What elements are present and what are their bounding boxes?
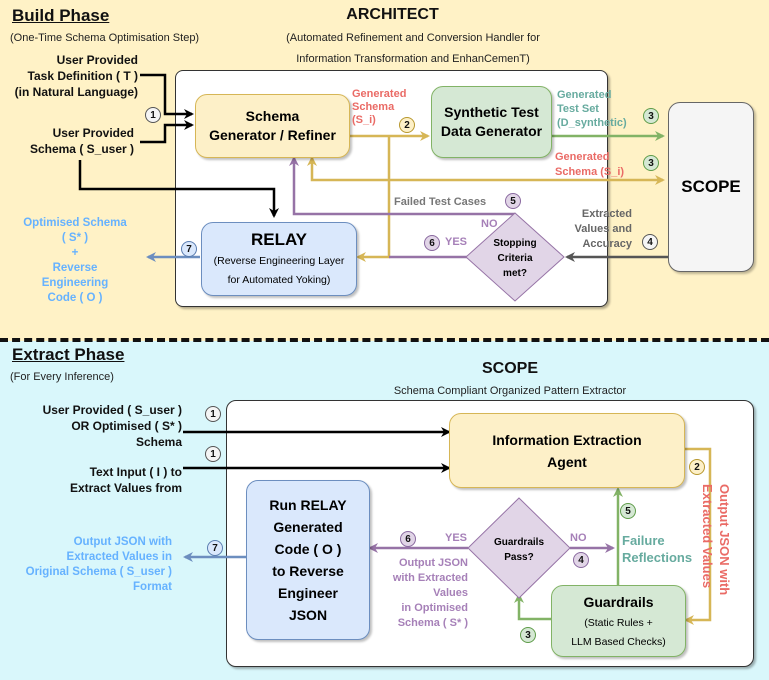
generated-schema-label-1: Generated Schema (S_i) <box>352 88 407 126</box>
synthetic-line2: Data Generator <box>440 123 543 139</box>
text-input-line1: Text Input ( I ) to <box>89 465 182 479</box>
run-relay-line3: Code ( O ) <box>274 541 342 557</box>
edge-criteria-no-to-generator <box>289 156 515 216</box>
edge-guardrails-to-pass <box>514 593 552 621</box>
guardrails-node[interactable]: Guardrails (Static Rules + LLM Based Che… <box>551 585 686 657</box>
run-relay-line5: Engineer <box>278 585 338 601</box>
information-extraction-agent-node[interactable]: Information Extraction Agent <box>449 413 685 488</box>
scope-title: SCOPE <box>481 360 538 377</box>
step-badge-e3: 3 <box>520 627 536 643</box>
step-badge-5: 5 <box>505 193 521 209</box>
run-relay-line4: to Reverse <box>272 563 344 579</box>
agent-line2: Agent <box>547 453 587 470</box>
run-relay-line2: Generated <box>273 519 343 535</box>
build-phase-subtitle: (One-Time Schema Optimisation Step) <box>10 32 200 44</box>
run-relay-line1: Run RELAY <box>269 497 347 513</box>
architect-subtitle-line2: Information Transformation and EnhanCeme… <box>296 53 530 65</box>
task-input-line1: User Provided <box>56 53 138 67</box>
guardrails-sub1: (Static Rules + <box>584 617 653 629</box>
optimised-output-json-label: Output JSON with Extracted Values in Opt… <box>392 557 468 629</box>
step-badge-3b: 3 <box>643 155 659 171</box>
step-badge-e6: 6 <box>400 531 416 547</box>
step-badge-2: 2 <box>399 117 415 133</box>
text-input-line2: Extract Values from <box>69 481 182 495</box>
guardrails-title: Guardrails <box>583 594 654 610</box>
relay-sub2: for Automated Yoking) <box>227 274 331 286</box>
stopping-criteria-diamond <box>465 212 565 302</box>
agent-line1: Information Extraction <box>492 431 642 448</box>
stopping-criteria-label: Stopping Criteria met? <box>493 238 537 279</box>
scope-node-label: SCOPE <box>681 177 741 196</box>
step-badge-6: 6 <box>424 235 440 251</box>
failure-reflections-label: Failure Reflections <box>622 533 693 565</box>
guardrails-pass-label: Guardrails Pass? <box>493 537 545 563</box>
extract-phase-subtitle: (For Every Inference) <box>10 371 114 383</box>
optimised-schema-output: Optimised Schema ( S* ) + Reverse Engine… <box>23 217 127 304</box>
edge-schema-to-relay <box>78 160 279 218</box>
schema-generator-node[interactable]: Schema Generator / Refiner <box>195 94 350 158</box>
schema-input-line2: Schema ( S_user ) <box>29 142 134 156</box>
scope-node[interactable]: SCOPE <box>668 102 754 272</box>
yes-label-pass: YES <box>445 532 468 544</box>
final-output-json-label: Output JSON with Extracted Values in Ori… <box>25 536 172 593</box>
task-input-line2: Task Definition ( T ) <box>27 69 138 83</box>
step-badge-7: 7 <box>181 241 197 257</box>
extracted-values-label: Extracted Values and Accuracy <box>574 208 632 250</box>
relay-sub1: (Reverse Engineering Layer <box>213 255 345 267</box>
edge-generator-to-scope <box>307 156 389 182</box>
schema-input-e-line2: OR Optimised ( S* ) <box>71 419 182 433</box>
run-relay-line6: JSON <box>288 607 328 623</box>
step-badge-e1b: 1 <box>205 446 221 462</box>
step-badge-e2: 2 <box>689 459 705 475</box>
yes-label-criteria: YES <box>445 236 468 248</box>
step-badge-3a: 3 <box>643 108 659 124</box>
generated-schema-label-2: Generated Schema (S_i) <box>555 151 625 178</box>
scope-subtitle: Schema Compliant Organized Pattern Extra… <box>393 385 627 397</box>
edge-task-to-generator <box>140 73 194 119</box>
guardrails-pass-diamond <box>467 497 571 599</box>
relay-title: RELAY <box>250 230 308 249</box>
architect-title: ARCHITECT <box>346 6 439 23</box>
step-badge-1: 1 <box>145 107 161 123</box>
phase-divider <box>0 338 769 342</box>
schema-input-e-line3: Schema <box>135 435 182 449</box>
schema-generator-line2: Generator / Refiner <box>209 127 336 143</box>
guardrails-sub2: LLM Based Checks) <box>571 636 666 648</box>
task-input-line3: (in Natural Language) <box>14 85 138 99</box>
step-badge-e7: 7 <box>207 540 223 556</box>
edge-branch-to-relay <box>356 136 391 262</box>
output-json-vertical-label: Output JSON with Extracted Values <box>700 484 732 596</box>
edge-agent-to-guardrails <box>683 447 712 625</box>
schema-generator-line1: Schema <box>245 108 300 124</box>
failed-test-cases-label: Failed Test Cases <box>394 196 487 208</box>
synthetic-data-generator-node[interactable]: Synthetic Test Data Generator <box>431 86 552 158</box>
no-label-pass: NO <box>570 532 587 544</box>
extract-phase-title: Extract Phase <box>12 345 125 364</box>
step-badge-e5: 5 <box>620 503 636 519</box>
relay-node[interactable]: RELAY (Reverse Engineering Layer for Aut… <box>201 222 357 296</box>
synthetic-line1: Synthetic Test <box>444 104 539 120</box>
step-badge-e4: 4 <box>573 552 589 568</box>
step-badge-e1a: 1 <box>205 406 221 422</box>
build-phase-title: Build Phase <box>12 6 110 25</box>
schema-input-e-line1: User Provided ( S_user ) <box>42 403 182 417</box>
schema-input-line1: User Provided <box>52 126 134 140</box>
architect-subtitle-line1: (Automated Refinement and Conversion Han… <box>286 32 540 44</box>
no-label-criteria: NO <box>481 218 498 230</box>
edge-schema-to-generator <box>140 120 194 144</box>
generated-test-set-label: Generated Test Set (D_synthetic) <box>557 89 627 129</box>
run-relay-node[interactable]: Run RELAY Generated Code ( O ) to Revers… <box>246 480 370 640</box>
step-badge-4: 4 <box>642 234 658 250</box>
